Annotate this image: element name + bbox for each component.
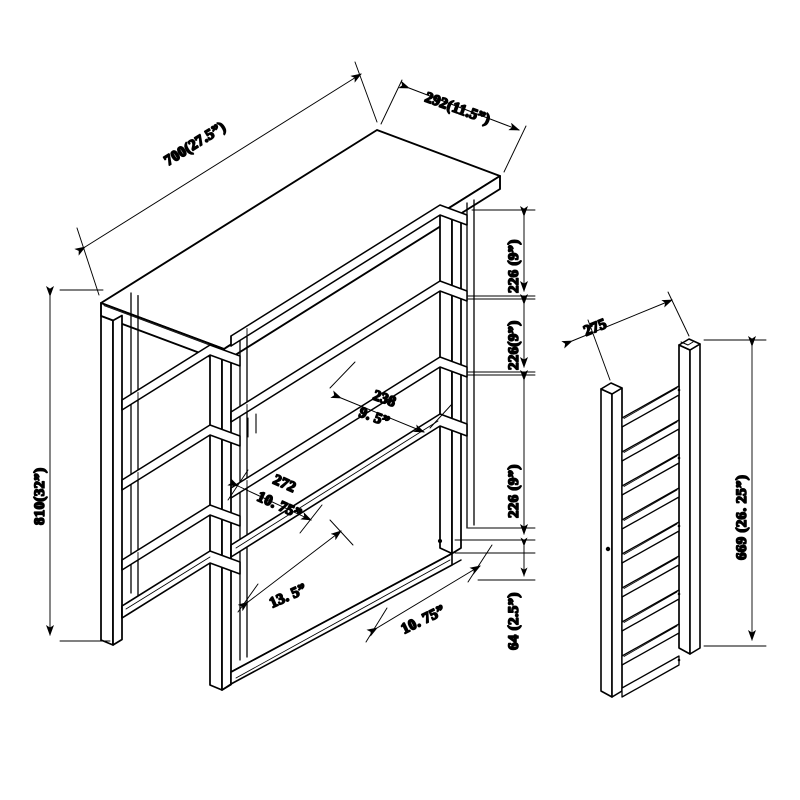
shelf-right-4 bbox=[230, 413, 468, 558]
shelf-left-3 bbox=[121, 504, 241, 571]
dim-label-lower-compartment-width: 13. 5” bbox=[267, 581, 309, 612]
dim-overall-height bbox=[46, 286, 111, 642]
dim-base-depth bbox=[365, 544, 493, 643]
dim-top-width bbox=[74, 61, 378, 296]
dim-panel-height bbox=[703, 336, 767, 647]
dim-label-compartment-width-mm: 272 bbox=[270, 472, 298, 496]
dim-compartment-width bbox=[227, 469, 323, 534]
panel-slat-right-ticks bbox=[677, 388, 681, 662]
dim-compartment-depth bbox=[329, 361, 453, 433]
dim-lower-compartment-width bbox=[237, 519, 354, 613]
dim-panel-width bbox=[561, 291, 690, 381]
dim-label-base-depth: 10. 75” bbox=[399, 603, 448, 638]
drawing-geometry: 700(27.5”) 292(11.5”) 810(32”) bbox=[31, 61, 767, 698]
dim-label-panel-height: 669 (26. 25”) bbox=[734, 475, 750, 560]
dim-label-top-width: 700(27.5”) bbox=[162, 119, 229, 169]
shelf-left-2 bbox=[121, 424, 241, 491]
dim-label-bottom-clearance: 64 (2.5”) bbox=[506, 592, 522, 650]
dim-label-shelf-gap-2: 226(9”) bbox=[506, 320, 522, 370]
shelf-left-1 bbox=[121, 344, 241, 411]
panel-slats bbox=[621, 385, 680, 698]
leg-rear-right bbox=[466, 199, 475, 529]
leg-front-right bbox=[439, 213, 462, 555]
panel-right-stile bbox=[678, 338, 701, 655]
leg-front-left bbox=[100, 314, 123, 646]
dim-label-shelf-gap-1: 226 (9”) bbox=[506, 239, 522, 293]
panel-slat-scribes bbox=[623, 387, 678, 657]
dim-label-overall-height: 810(32”) bbox=[32, 468, 48, 525]
center-rear-post bbox=[239, 336, 248, 661]
shelf-pin-dot bbox=[437, 538, 443, 544]
panel-left-stile bbox=[600, 382, 623, 698]
shelf-right-2 bbox=[230, 280, 468, 423]
dim-label-top-depth: 292(11.5”) bbox=[423, 90, 493, 128]
panel-pin-hole bbox=[605, 546, 611, 552]
dim-label-shelf-gap-3: 226 (9”) bbox=[506, 464, 522, 518]
shelf-right-1 bbox=[230, 204, 468, 347]
leg-rear-left bbox=[130, 292, 139, 597]
dim-top-depth bbox=[380, 79, 527, 173]
dim-label-compartment-depth-in: 9. 5” bbox=[357, 405, 392, 431]
dim-label-panel-width: 275 bbox=[582, 316, 610, 340]
